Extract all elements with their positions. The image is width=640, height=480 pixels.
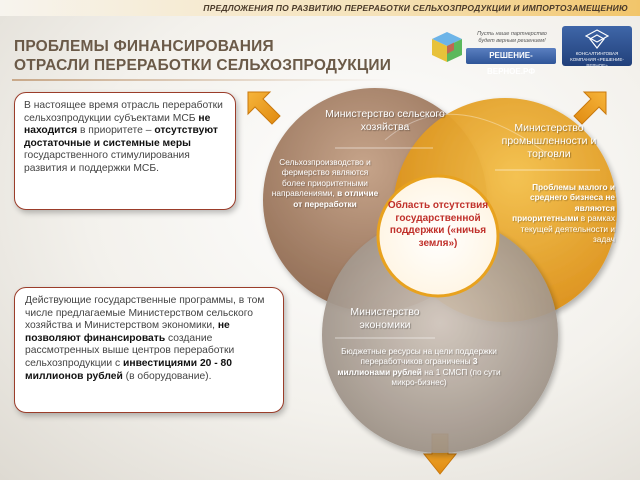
- box2-bold-1: не позволяют финансировать: [25, 320, 230, 344]
- economy-text-block: Бюджетные ресурсы на цели поддержки пере…: [337, 346, 501, 388]
- cube-logo-icon: [432, 32, 462, 62]
- circle-economy: [322, 217, 558, 453]
- agri-text: Сельхозпроизводство и фермерство являютс…: [271, 157, 371, 199]
- logo-caption: КОНСАЛТИНГОВАЯ КОМПАНИЯ «РЕШЕНИЕ-ВЕРНОЕ»: [570, 51, 624, 68]
- economy-text-2: на 1 СМСП: [424, 366, 468, 377]
- box1-bold-1: не находится: [24, 112, 211, 137]
- box1-bold-2: отсутствуют достаточные и системные меры: [24, 125, 218, 149]
- center-label: Область отсутствия государственной подде…: [387, 200, 489, 249]
- page-title-line2: ОТРАСЛИ ПЕРЕРАБОТКИ СЕЛЬХОЗПРОДУКЦИИ: [14, 57, 392, 74]
- emblem-icon: [585, 29, 609, 49]
- top-banner-text: ПРЕДЛОЖЕНИЯ ПО РАЗВИТИЮ ПЕРЕРАБОТКИ СЕЛЬ…: [203, 3, 628, 13]
- page-title-line1: ПРОБЛЕМЫ ФИНАНСИРОВАНИЯ: [14, 38, 274, 55]
- logo-site: РЕШЕНИЕ-ВЕРНОЕ.РФ: [466, 48, 556, 76]
- industry-text-block: Проблемы малого и среднего бизнеса не яв…: [507, 182, 615, 244]
- box1-text-2: в приоритете –: [79, 125, 152, 137]
- logo-tagline: Пусть наше партнерство будет верным реше…: [477, 31, 547, 44]
- economy-bold: 3 миллионами рублей: [337, 356, 478, 377]
- box1-text-3: государственного стимулирования развития…: [24, 150, 190, 174]
- agri-title: Министерство сельского хозяйства: [325, 108, 445, 133]
- logo-reshenie-vernoe: Пусть наше партнерство будет верным реше…: [430, 28, 556, 76]
- box2-text-3: (в оборудование).: [125, 370, 212, 382]
- industry-text: в рамках текущей деятельности и задач: [520, 213, 615, 245]
- page-title: ПРОБЛЕМЫ ФИНАНСИРОВАНИЯ ОТРАСЛИ ПЕРЕРАБО…: [14, 37, 391, 75]
- box1-text-1: В настоящее время отрасль переработки се…: [24, 100, 223, 124]
- venn-shapes: [263, 88, 617, 453]
- logo-consulting: КОНСАЛТИНГОВАЯ КОМПАНИЯ «РЕШЕНИЕ-ВЕРНОЕ»: [562, 26, 632, 68]
- arrow-up-right-icon: [573, 91, 607, 125]
- economy-text-3: (по сути микро-бизнес): [391, 366, 501, 388]
- venn-diagram: Министерство сельского хозяйства Сельхоз…: [255, 70, 640, 480]
- agri-text-block: Сельхозпроизводство и фермерство являютс…: [269, 157, 381, 209]
- economy-text-1: Бюджетные ресурсы на цели поддержки пере…: [341, 346, 497, 367]
- center-zone: [376, 174, 500, 298]
- agri-bold: в отличие от переработки: [293, 188, 379, 209]
- problem-box-priority: В настоящее время отрасль переработки се…: [14, 92, 236, 210]
- industry-bold: Проблемы малого и среднего бизнеса не яв…: [512, 182, 615, 224]
- problem-box-programs: Действующие государственные программы, в…: [14, 287, 284, 413]
- industry-title: Министерство промышленности и торговли: [501, 122, 597, 160]
- box2-text-2: создание рассмотренных выше центров пере…: [25, 332, 235, 369]
- economy-title: Министерство экономики: [350, 306, 420, 331]
- box2-text-1: Действующие государственные программы, в…: [25, 295, 265, 332]
- top-banner: ПРЕДЛОЖЕНИЯ ПО РАЗВИТИЮ ПЕРЕРАБОТКИ СЕЛЬ…: [0, 0, 640, 16]
- arrow-up-left-icon: [247, 91, 281, 125]
- box2-bold-2: инвестициями 20 - 80 миллионов рублей: [25, 357, 232, 382]
- title-divider: [12, 79, 392, 81]
